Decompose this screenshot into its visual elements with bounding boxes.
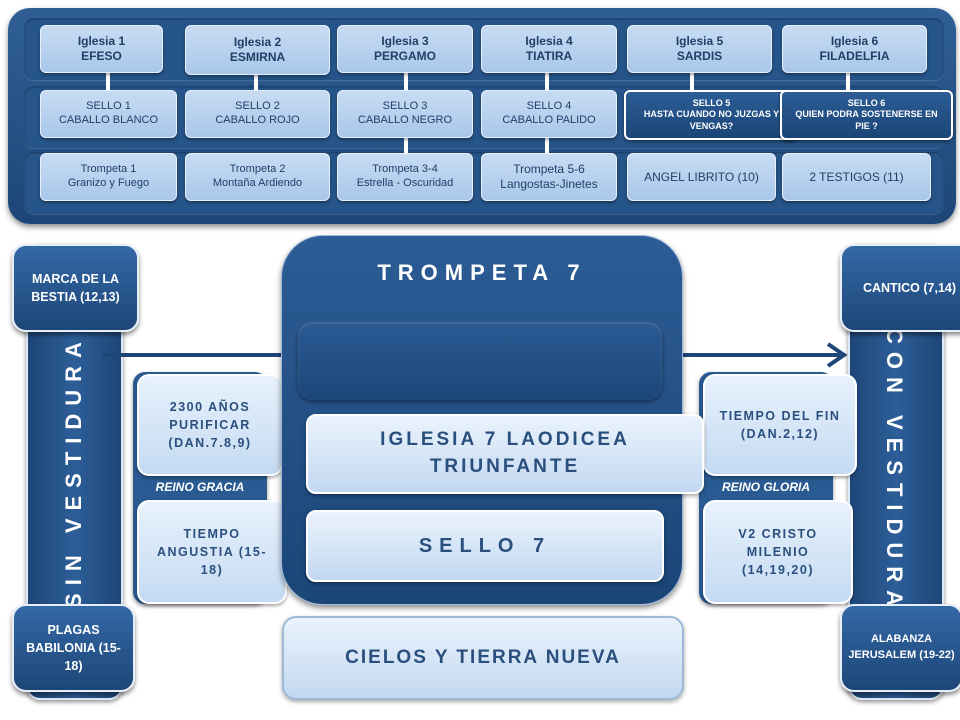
sello-2-desc: CABALLO ROJO [215, 114, 300, 126]
trompeta-5-6-box[interactable]: Trompeta 5-6 Langostas-Jinetes [481, 153, 617, 201]
trompeta-7-title: TROMPETA 7 [377, 260, 587, 285]
sello-2-title: SELLO 2 [235, 100, 280, 113]
angel-librito-box[interactable]: ANGEL LIBRITO (10) [627, 153, 776, 201]
iglesia-1-name: Iglesia 1 [77, 34, 126, 48]
iglesia-6-name: Iglesia 6 [830, 34, 879, 48]
trompeta-1-box[interactable]: Trompeta 1 Granizo y Fuego [40, 153, 177, 201]
reino-gloria-label: REINO GLORIA [721, 480, 810, 494]
iglesia-6-box[interactable]: Iglesia 6 FILADELFIA [782, 25, 927, 73]
dos-testigos-label: 2 TESTIGOS (11) [809, 169, 904, 184]
purificar-box[interactable]: 2300 AÑOS PURIFICAR (DAN.7.8,9) [137, 374, 283, 476]
sello-4-desc: CABALLO PALIDO [502, 114, 596, 126]
iglesia-5-name: Iglesia 5 [675, 34, 724, 48]
sello-2-box[interactable]: SELLO 2 CABALLO ROJO [185, 90, 330, 138]
sello-1-desc: CABALLO BLANCO [58, 114, 159, 126]
reino-gracia-label: REINO GRACIA [155, 480, 245, 494]
sello-5-title: SELLO 5 [692, 98, 731, 109]
alabanza-jerusalem-box[interactable]: ALABANZA JERUSALEM (19-22) [840, 604, 960, 692]
cielos-tierra-nueva-box[interactable]: CIELOS Y TIERRA NUEVA [282, 616, 684, 700]
sello-5-desc: HASTA CUANDO NO JUZGAS Y VENGAS? [643, 109, 780, 131]
trompeta-2-desc: Montaña Ardiendo [212, 177, 303, 189]
sello-4-title: SELLO 4 [526, 100, 572, 113]
angel-librito-label: ANGEL LIBRITO (10) [644, 169, 759, 184]
trompeta-3-4-box[interactable]: Trompeta 3-4 Estrella - Oscuridad [337, 153, 473, 201]
iglesia-3-city: PERGAMO [373, 49, 436, 63]
sello-6-title: SELLO 6 [847, 98, 886, 109]
tiempo-angustia-box[interactable]: TIEMPO ANGUSTIA (15-18) [137, 500, 287, 604]
iglesia-2-name: Iglesia 2 [233, 35, 282, 49]
sello-4-box[interactable]: SELLO 4 CABALLO PALIDO [481, 90, 617, 138]
cristo-milenio-box[interactable]: V2 CRISTO MILENIO (14,19,20) [703, 500, 853, 604]
iglesia-2-box[interactable]: Iglesia 2 ESMIRNA [185, 25, 330, 75]
plagas-babilonia-box[interactable]: PLAGAS BABILONIA (15-18) [12, 604, 135, 692]
tiempo-fin-box[interactable]: TIEMPO DEL FIN (DAN.2,12) [703, 374, 857, 476]
sello-3-box[interactable]: SELLO 3 CABALLO NEGRO [337, 90, 473, 138]
iglesia-4-city: TIATIRA [525, 49, 573, 63]
trompeta-5-6-desc: Langostas-Jinetes [500, 177, 598, 191]
trompeta-2-title: Trompeta 2 [229, 163, 286, 176]
left-arrow [102, 353, 290, 357]
connector [545, 68, 549, 98]
sello-5-box[interactable]: SELLO 5 HASTA CUANDO NO JUZGAS Y VENGAS? [624, 90, 799, 140]
con-vestidura-label: CON VESTIDURA [882, 327, 907, 615]
trompeta-3-4-title: Trompeta 3-4 [372, 163, 438, 176]
empty-slot [298, 322, 662, 400]
sello-3-desc: CABALLO NEGRO [357, 114, 453, 126]
sello-6-box[interactable]: SELLO 6 QUIEN PODRA SOSTENERSE EN PIE ? [780, 90, 953, 140]
connector [404, 68, 408, 98]
iglesia-3-name: Iglesia 3 [381, 34, 429, 48]
cantico-box[interactable]: CANTICO (7,14) [840, 244, 960, 332]
connector [404, 133, 408, 163]
connector [690, 68, 694, 98]
iglesia-2-city: ESMIRNA [229, 50, 286, 64]
sello-6-desc: QUIEN PODRA SOSTENERSE EN PIE ? [795, 109, 938, 131]
trompeta-2-box[interactable]: Trompeta 2 Montaña Ardiendo [185, 153, 330, 201]
iglesia-7-box[interactable]: IGLESIA 7 LAODICEA TRIUNFANTE [306, 414, 704, 494]
dos-testigos-box[interactable]: 2 TESTIGOS (11) [782, 153, 931, 201]
right-arrow-icon [680, 342, 848, 368]
iglesia-1-city: EFESO [81, 49, 122, 63]
sello-1-box[interactable]: SELLO 1 CABALLO BLANCO [40, 90, 177, 138]
iglesia-5-city: SARDIS [676, 49, 723, 63]
sello-1-title: SELLO 1 [86, 100, 131, 113]
iglesia-4-name: Iglesia 4 [525, 34, 573, 48]
connector [254, 68, 258, 98]
connector [545, 133, 549, 163]
marca-bestia-box[interactable]: MARCA DE LA BESTIA (12,13) [12, 244, 139, 332]
trompeta-1-desc: Granizo y Fuego [67, 177, 150, 189]
sin-vestidura-label: SIN VESTIDURA [61, 334, 86, 608]
iglesia-1-box[interactable]: Iglesia 1 EFESO [40, 25, 163, 73]
trompeta-5-6-title: Trompeta 5-6 [513, 162, 585, 176]
sello-3-title: SELLO 3 [382, 100, 428, 113]
trompeta-1-title: Trompeta 1 [80, 163, 137, 176]
iglesia-4-box[interactable]: Iglesia 4 TIATIRA [481, 25, 617, 73]
trompeta-3-4-desc: Estrella - Oscuridad [356, 177, 454, 189]
iglesia-5-box[interactable]: Iglesia 5 SARDIS [627, 25, 772, 73]
connector [106, 68, 110, 98]
iglesia-6-city: FILADELFIA [819, 49, 890, 63]
iglesia-3-box[interactable]: Iglesia 3 PERGAMO [337, 25, 473, 73]
sello-7-box[interactable]: SELLO 7 [306, 510, 664, 582]
connector [846, 68, 850, 98]
